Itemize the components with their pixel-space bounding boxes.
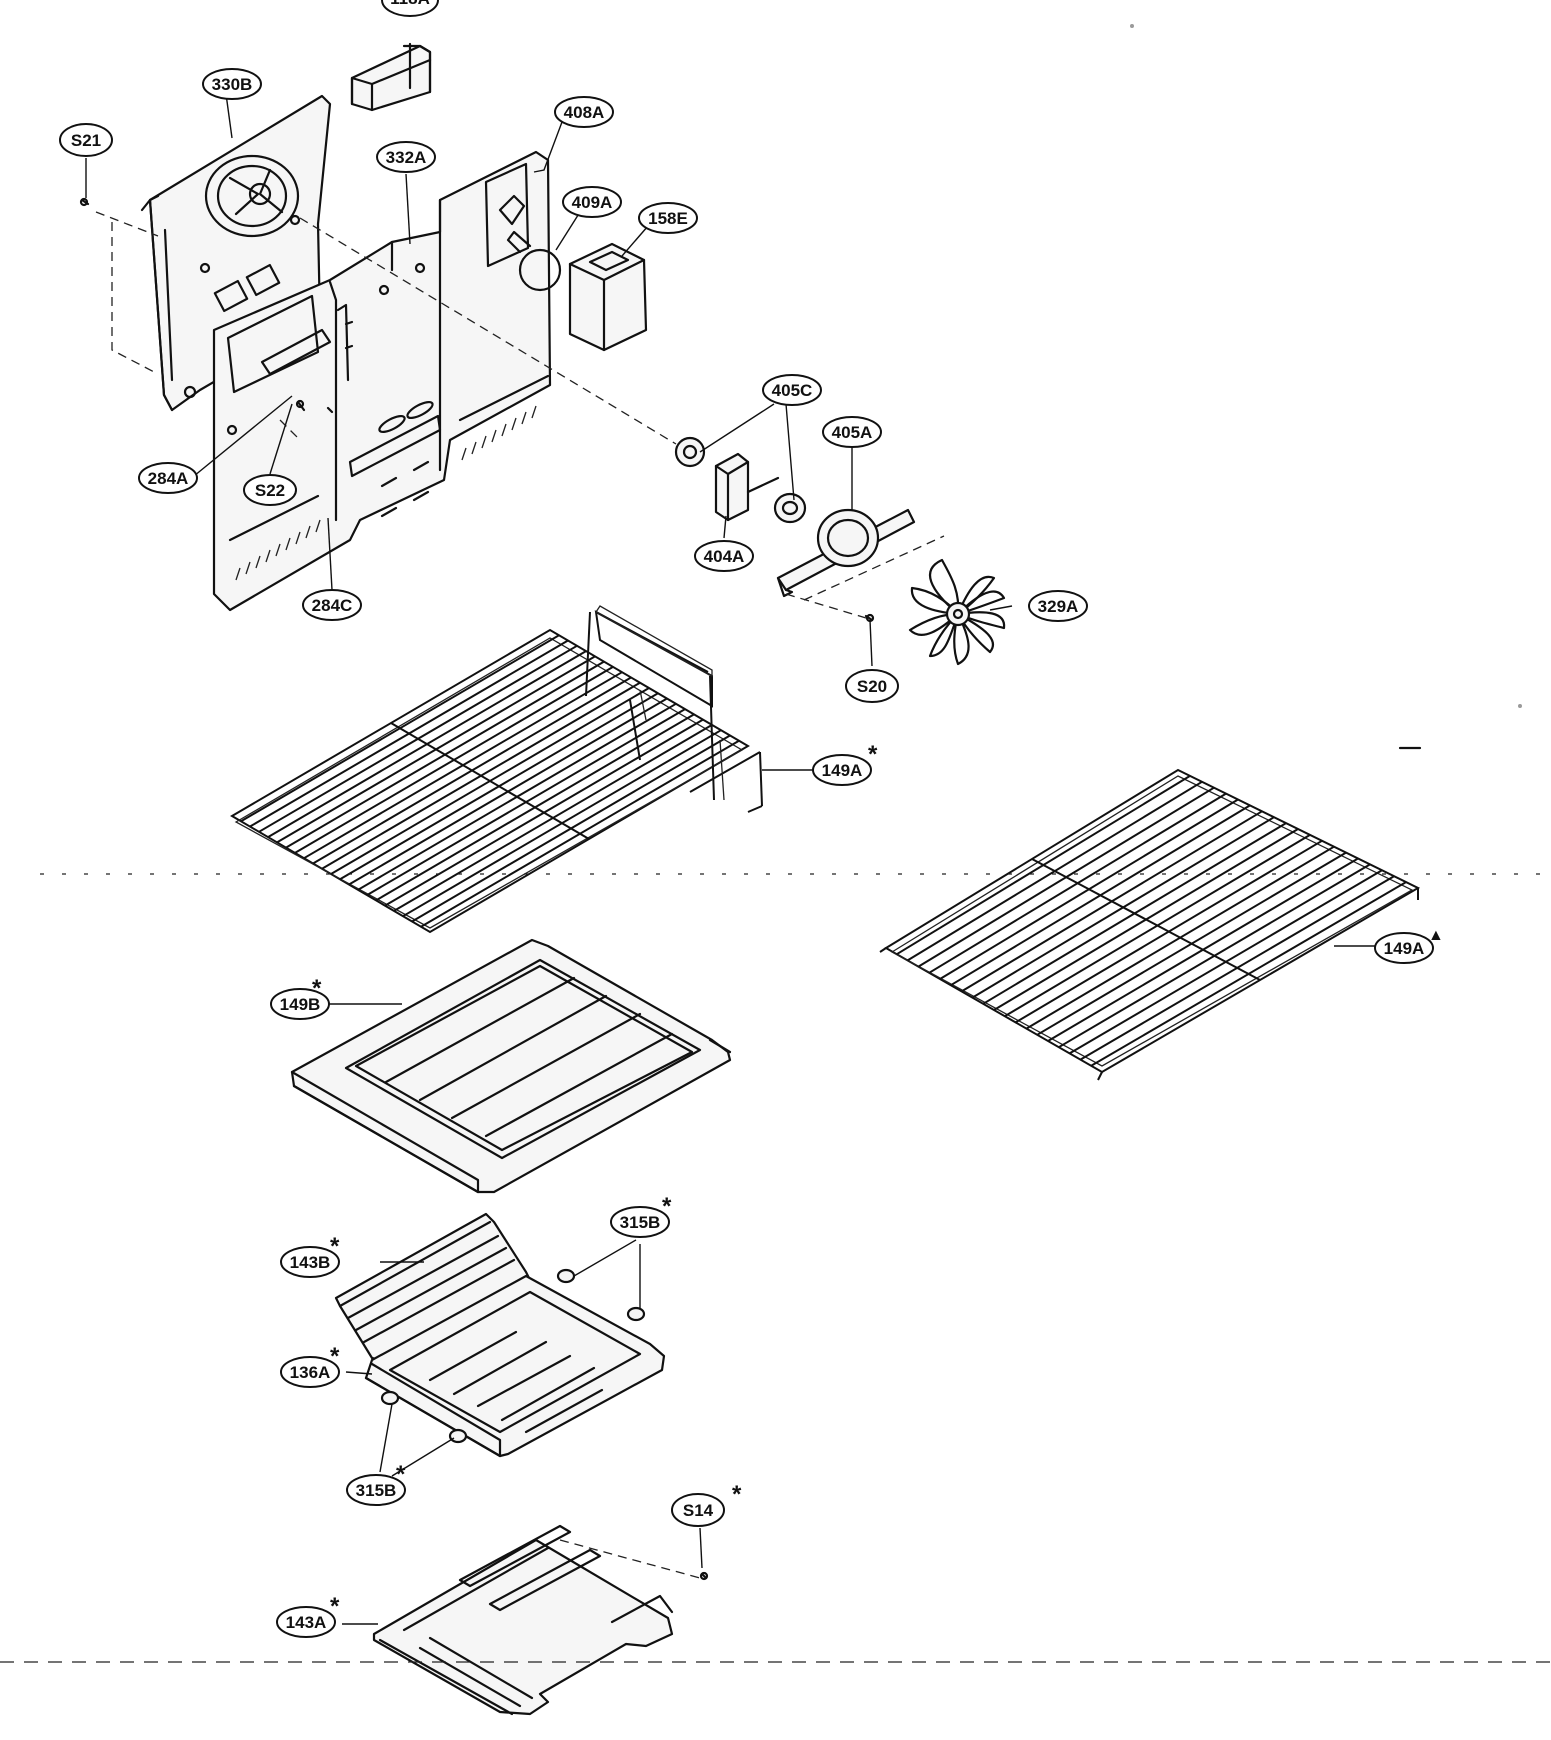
part-flat-shelf-149b <box>290 938 732 1194</box>
part-lamp-409a <box>498 194 562 292</box>
part-tray-143a <box>372 1524 674 1716</box>
callout-404a: 404A <box>694 540 754 572</box>
callout-143a: 143A * <box>276 1593 340 1638</box>
svg-text:409A: 409A <box>572 193 613 212</box>
svg-text:*: * <box>312 975 322 1002</box>
svg-text:284C: 284C <box>312 596 353 615</box>
part-fan-blade-329a <box>908 558 1006 666</box>
callout-s22: S22 <box>243 474 297 506</box>
callout-149b: 149B * <box>270 975 330 1020</box>
callout-284a: 284A <box>138 462 198 494</box>
part-screws <box>79 197 875 1581</box>
svg-text:149A: 149A <box>822 761 863 780</box>
svg-text:284A: 284A <box>148 469 189 488</box>
svg-text:330B: 330B <box>212 75 253 94</box>
svg-text:*: * <box>330 1233 340 1260</box>
svg-text:405A: 405A <box>832 423 873 442</box>
svg-text:*: * <box>396 1461 406 1488</box>
callout-s21: S21 <box>59 123 113 157</box>
svg-text:315B: 315B <box>356 1481 397 1500</box>
svg-text:118A: 118A <box>390 0 430 8</box>
callout-329a: 329A <box>1028 590 1088 622</box>
svg-text:S22: S22 <box>255 481 285 500</box>
callout-136a: 136A * <box>280 1343 340 1388</box>
svg-text:405C: 405C <box>772 381 813 400</box>
callout-315b-bottom: 315B * <box>346 1461 406 1506</box>
svg-text:149A: 149A <box>1384 939 1425 958</box>
part-fan-motor-assembly <box>674 436 916 598</box>
svg-text:*: * <box>732 1481 742 1508</box>
svg-text:158E: 158E <box>648 209 688 228</box>
part-cover-118a <box>350 42 432 112</box>
svg-text:S14: S14 <box>683 1501 714 1520</box>
callout-409a: 409A <box>562 186 622 218</box>
callout-149a-right: 149A ▲ <box>1374 927 1444 964</box>
part-wire-shelf-149a-right <box>879 768 1421 1081</box>
svg-text:*: * <box>868 741 878 768</box>
part-back-panel-332a <box>212 150 552 612</box>
callout-315b-top: 315B * <box>610 1193 672 1238</box>
svg-text:▲: ▲ <box>1428 927 1444 944</box>
svg-text:404A: 404A <box>704 547 745 566</box>
callout-s14: S14 * <box>671 1481 742 1527</box>
svg-text:136A: 136A <box>290 1363 331 1382</box>
part-bin-136a <box>364 1268 666 1458</box>
part-cup-158e <box>568 242 648 352</box>
scan-noise <box>0 24 1551 1663</box>
svg-text:149B: 149B <box>280 995 321 1014</box>
svg-text:*: * <box>330 1343 340 1370</box>
callout-330b: 330B <box>202 68 262 100</box>
part-wire-shelf-149a-top <box>230 605 763 934</box>
svg-text:S20: S20 <box>857 677 887 696</box>
assembly-lines <box>95 211 945 1579</box>
svg-text:143A: 143A <box>286 1613 327 1632</box>
svg-text:143B: 143B <box>290 1253 331 1272</box>
callout-118a: 118A <box>381 0 439 17</box>
svg-text:315B: 315B <box>620 1213 661 1232</box>
callout-408a: 408A <box>554 96 614 128</box>
callout-s20: S20 <box>845 669 899 703</box>
svg-text:*: * <box>330 1593 340 1620</box>
svg-text:S21: S21 <box>71 131 101 150</box>
callout-284c: 284C <box>302 589 362 621</box>
callout-332a: 332A <box>376 141 436 173</box>
callout-405a: 405A <box>822 416 882 448</box>
svg-text:*: * <box>662 1193 672 1220</box>
callout-143b: 143B * <box>280 1233 340 1278</box>
svg-text:408A: 408A <box>564 103 605 122</box>
callout-158e: 158E <box>638 202 698 234</box>
svg-text:329A: 329A <box>1038 597 1079 616</box>
callout-149a-top: 149A * <box>812 741 878 786</box>
callout-405c: 405C <box>762 374 822 406</box>
leader-lines <box>85 93 1376 1625</box>
svg-text:332A: 332A <box>386 148 427 167</box>
